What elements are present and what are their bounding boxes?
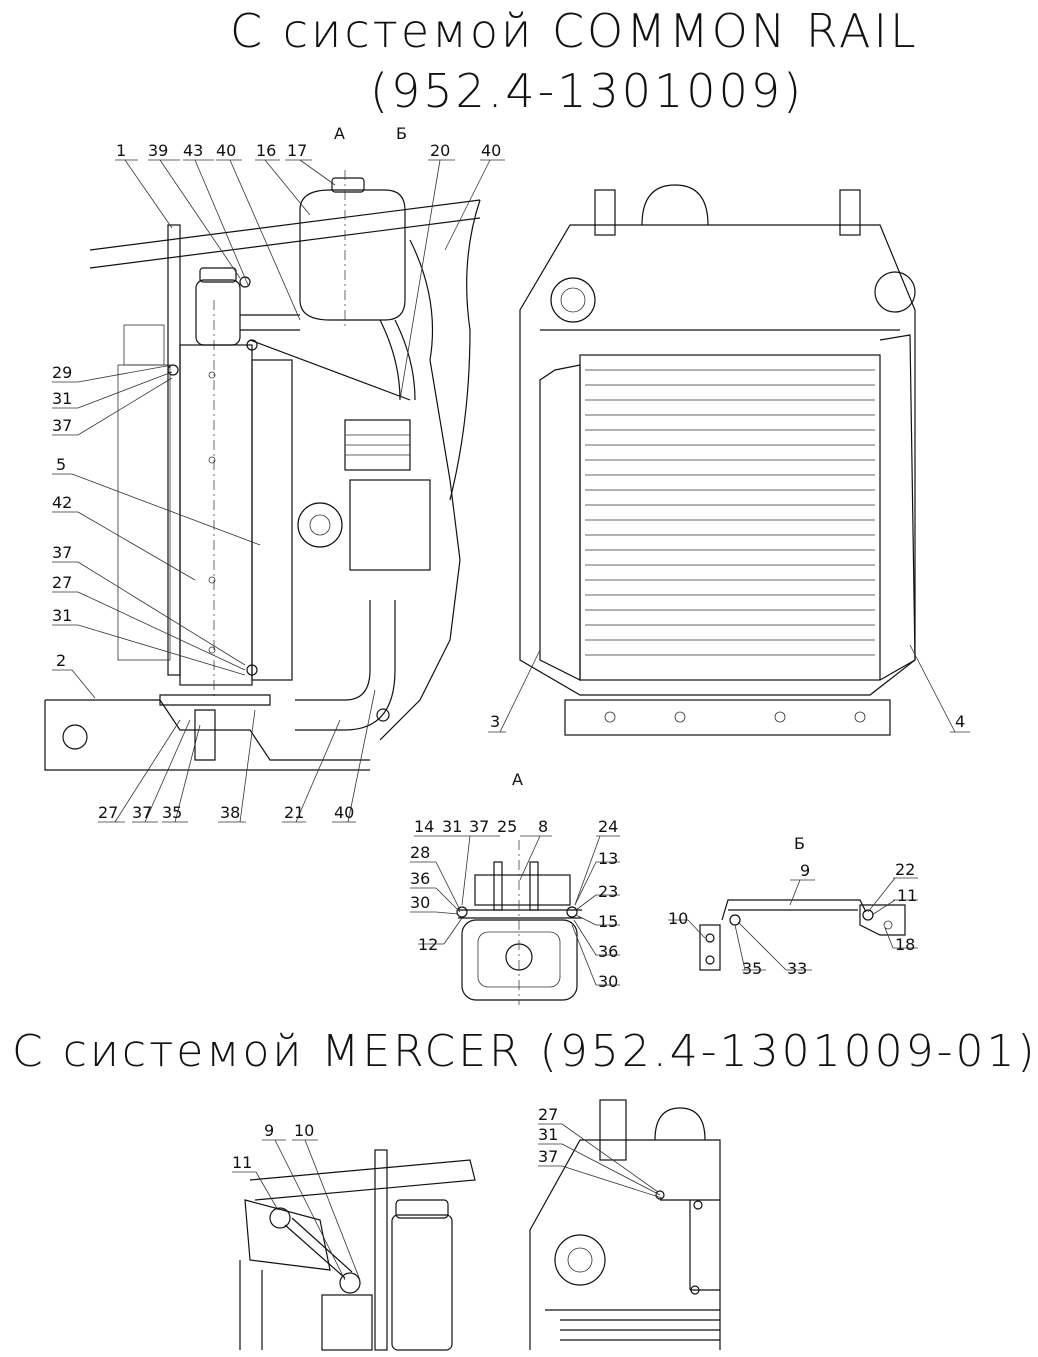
callout-5: 5: [56, 455, 66, 474]
callout-31: 31: [52, 389, 72, 408]
callout-3: 3: [490, 712, 500, 731]
callout-40: 40: [216, 141, 236, 160]
callout-a-25: 25: [497, 817, 517, 836]
callout-a-36b: 36: [598, 942, 618, 961]
callout-40b: 40: [481, 141, 501, 160]
callout-a-28: 28: [410, 843, 430, 862]
callout-a-37: 37: [469, 817, 489, 836]
callout-a-12: 12: [418, 935, 438, 954]
title-common-rail: С системой COMMON RAIL: [230, 4, 919, 58]
callout-b-11: 11: [897, 886, 917, 905]
callout-39: 39: [148, 141, 168, 160]
callout-29: 29: [52, 363, 72, 382]
callout-27c: 27: [98, 803, 118, 822]
callout-a-24: 24: [598, 817, 618, 836]
callout-43: 43: [183, 141, 203, 160]
callout-42: 42: [52, 493, 72, 512]
callout-b-10: 10: [668, 909, 688, 928]
callout-a-31: 31: [442, 817, 462, 836]
callout-b-22: 22: [895, 860, 915, 879]
callout-m-37: 37: [538, 1147, 558, 1166]
side-view: 1 39 43 40 16 17 20 40 29 31 37 5 42 37: [44, 141, 505, 823]
callout-4: 4: [955, 712, 965, 731]
detail-b: 9 22 11 10 35 33 18: [668, 860, 918, 978]
detail-label-b: Б: [794, 834, 805, 853]
callout-b-9: 9: [800, 861, 810, 880]
radiator-fins: [585, 369, 875, 656]
mercer-right-view: 27 31 37: [529, 1099, 721, 1350]
callout-2: 2: [56, 651, 66, 670]
callout-37b: 37: [52, 543, 72, 562]
callout-m-11: 11: [232, 1153, 252, 1172]
callout-a-23: 23: [598, 882, 618, 901]
side-bottom-callouts: 27 37 35 38 21 40: [98, 689, 376, 823]
callout-21: 21: [284, 803, 304, 822]
callout-a-30b: 30: [598, 972, 618, 991]
callout-b-35: 35: [742, 959, 762, 978]
callout-m-31: 31: [538, 1125, 558, 1144]
callout-37: 37: [52, 416, 72, 435]
callout-38: 38: [220, 803, 240, 822]
callout-m-10: 10: [294, 1121, 314, 1140]
callout-m-9: 9: [264, 1121, 274, 1140]
front-view: 3 4: [488, 184, 970, 736]
callout-b-33: 33: [787, 959, 807, 978]
title-common-rail-code: (952.4-1301009): [370, 64, 805, 118]
side-left-callouts: 29 31 37 5 42 37 27 31 2: [52, 363, 261, 699]
callout-a-8: 8: [538, 817, 548, 836]
side-top-callouts: 1 39 43 40 16 17 20 40: [115, 141, 505, 401]
callout-31b: 31: [52, 606, 72, 625]
callout-37c: 37: [132, 803, 152, 822]
detail-label-a: А: [512, 770, 523, 789]
callout-35: 35: [162, 803, 182, 822]
mercer-left-view: 9 10 11: [232, 1121, 476, 1351]
callout-b-18: 18: [895, 935, 915, 954]
callout-a-36: 36: [410, 869, 430, 888]
view-marker-b: Б: [396, 124, 407, 143]
callout-a-14: 14: [414, 817, 434, 836]
callout-m-27: 27: [538, 1105, 558, 1124]
callout-27: 27: [52, 573, 72, 592]
callout-16: 16: [256, 141, 276, 160]
callout-1: 1: [116, 141, 126, 160]
title-mercer: С системой MERCER (952.4-1301009-01): [12, 1026, 1038, 1077]
callout-20: 20: [430, 141, 450, 160]
callout-a-30: 30: [410, 893, 430, 912]
view-marker-a: А: [334, 124, 345, 143]
callout-a-13: 13: [598, 849, 618, 868]
callout-40c: 40: [334, 803, 354, 822]
callout-17: 17: [287, 141, 307, 160]
detail-a: 14 31 37 25 8 24 28 13 36 23 30 15 12 36…: [410, 817, 620, 1005]
technical-drawing: 1 39 43 40 16 17 20 40 29 31 37 5 42 37: [44, 141, 970, 1351]
callout-a-15: 15: [598, 912, 618, 931]
